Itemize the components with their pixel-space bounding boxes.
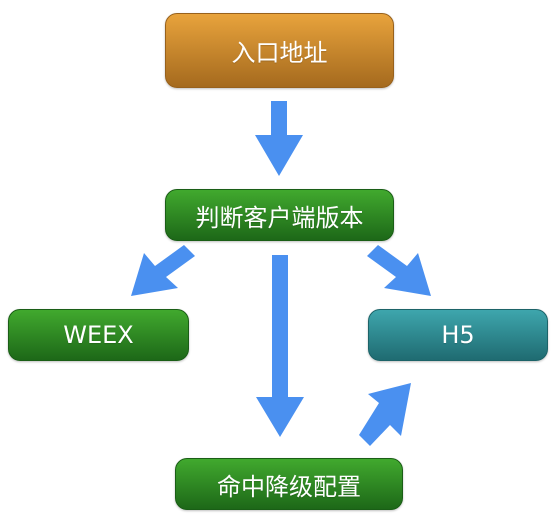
node-hit-degrade-config: 命中降级配置 bbox=[175, 458, 403, 510]
arrow-entry-to-check bbox=[255, 101, 303, 176]
arrow-check-to-h5 bbox=[367, 245, 431, 296]
node-entry-address: 入口地址 bbox=[165, 13, 394, 88]
arrow-check-to-degrade bbox=[256, 255, 304, 437]
node-h5: H5 bbox=[368, 309, 548, 361]
arrow-check-to-weex bbox=[131, 245, 195, 296]
arrow-degrade-to-h5 bbox=[359, 383, 411, 446]
node-weex: WEEX bbox=[8, 309, 189, 361]
node-check-client-version: 判断客户端版本 bbox=[165, 189, 394, 241]
